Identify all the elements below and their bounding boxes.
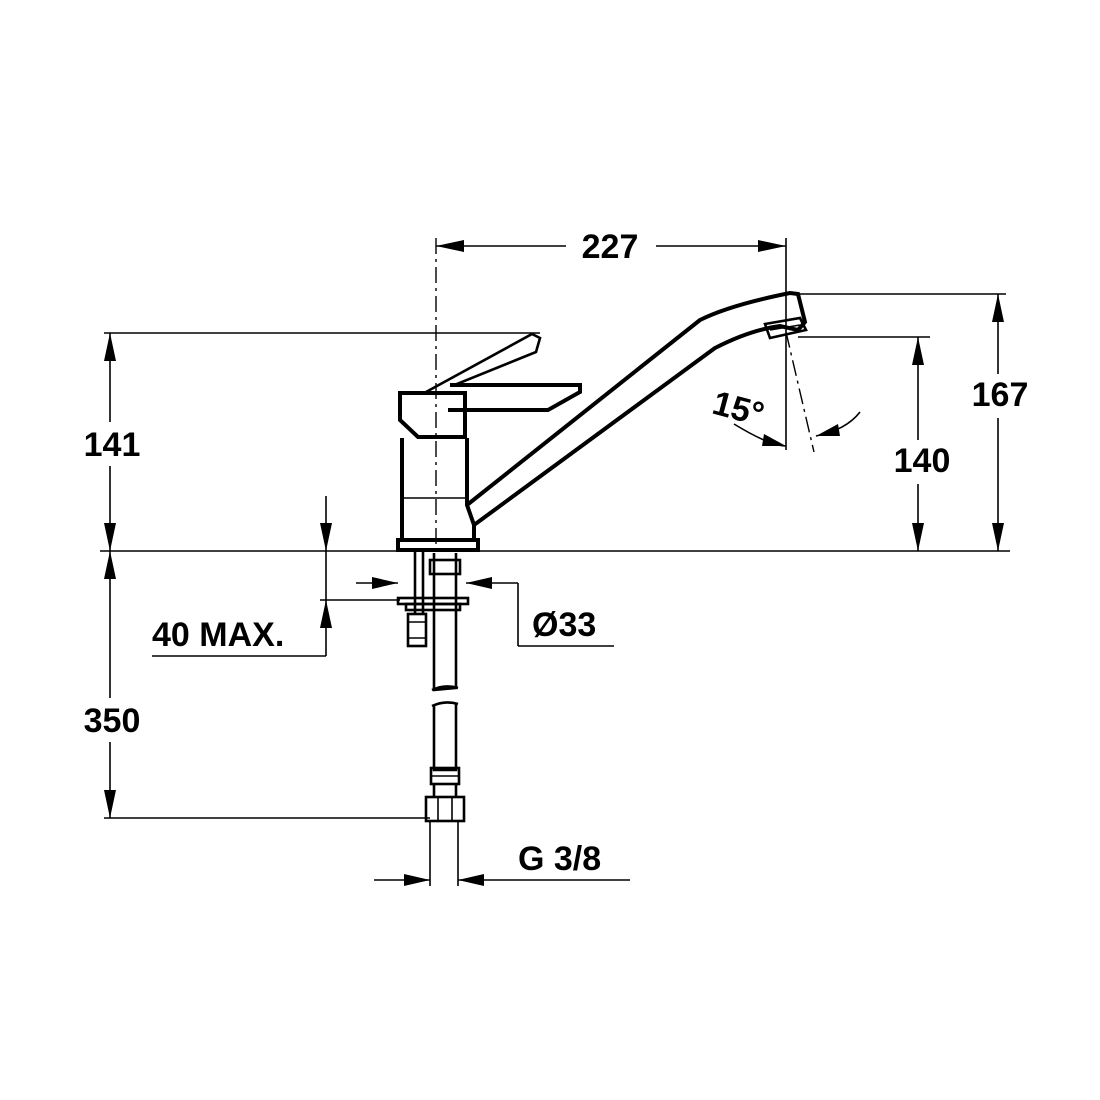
label-bg-350 — [70, 698, 154, 742]
break-mark-top — [431, 685, 459, 692]
base-ring — [396, 538, 480, 552]
label-227: 227 — [582, 228, 639, 266]
label-bg-140 — [882, 440, 962, 484]
arrow-350-top — [104, 551, 116, 579]
lever-raised-outline — [425, 332, 542, 394]
arrow-167-top — [992, 294, 1004, 322]
label-bg-167 — [962, 374, 1038, 418]
label-40-max: 40 MAX. — [152, 616, 284, 654]
hose-end-nut — [424, 795, 466, 823]
arrow-167-bottom — [992, 523, 1004, 551]
arrow-40-bottom — [320, 600, 332, 628]
arrow-140-top — [912, 337, 924, 365]
aerator-detail — [769, 324, 801, 331]
cartridge-head — [398, 391, 467, 439]
centerline-spout-tilted — [785, 331, 815, 453]
label-141: 141 — [84, 426, 141, 464]
faucet-body — [396, 290, 808, 552]
label-350: 350 — [84, 702, 141, 740]
label-g38: G 3/8 — [518, 840, 601, 878]
arrow-227-right — [758, 240, 786, 252]
arrow-g38-left — [404, 874, 430, 886]
dim-227: 227 — [436, 228, 787, 450]
lever-handle — [448, 383, 582, 412]
label-bg-141 — [70, 422, 154, 466]
stud-nut — [406, 612, 428, 648]
arrow-227-left — [436, 240, 464, 252]
arrow-140-bottom — [912, 523, 924, 551]
arrow-350-bottom — [104, 790, 116, 818]
hose-fitting — [428, 558, 462, 576]
hose-upper — [432, 553, 458, 692]
arrow-33-right — [466, 577, 492, 589]
break-mark-bottom — [431, 701, 459, 708]
dim-diameter-33: Ø33 — [356, 577, 614, 647]
dim-140: 140 — [798, 336, 962, 551]
dim-141: 141 — [70, 332, 540, 551]
arrow-angle-right — [816, 424, 840, 436]
arrow-angle-left — [762, 434, 786, 446]
label-diameter-33: Ø33 — [532, 606, 596, 644]
label-167: 167 — [972, 376, 1029, 414]
label-15deg: 15° — [709, 384, 769, 434]
hose-neck — [432, 784, 458, 797]
dim-g38: G 3/8 — [374, 822, 630, 886]
aerator — [763, 316, 808, 340]
arrow-141-top — [104, 333, 116, 361]
arrow-40-top — [320, 523, 332, 551]
hose-lower — [432, 704, 458, 772]
dim-350: 350 — [70, 551, 430, 819]
arrow-141-bottom — [104, 523, 116, 551]
arrow-g38-right — [458, 874, 484, 886]
spout — [465, 290, 808, 527]
arrow-33-left — [372, 577, 398, 589]
dim-40-max: 40 MAX. — [152, 496, 400, 657]
dim-angle-15: 15° — [709, 384, 861, 447]
body-column — [400, 438, 476, 542]
label-140: 140 — [894, 442, 951, 480]
underside-assembly — [396, 551, 470, 823]
dim-167: 167 — [800, 293, 1038, 551]
